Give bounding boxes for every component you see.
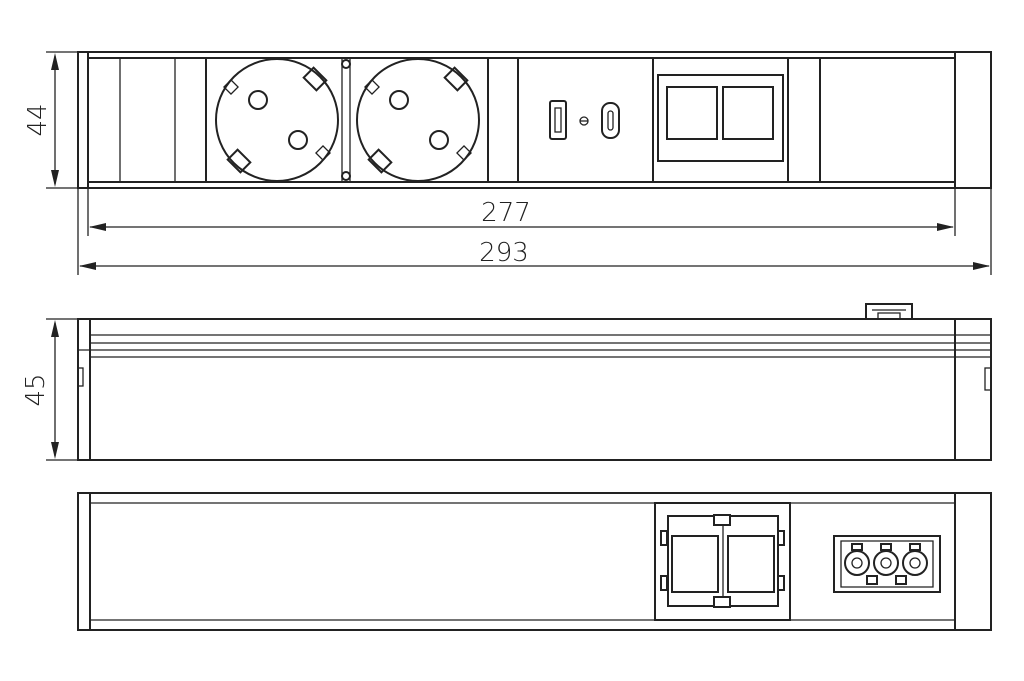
dimension-label-45: 45: [21, 373, 51, 406]
dimension-label-277: 277: [481, 198, 531, 228]
left-end-cap: [77, 51, 89, 189]
dimension-label-44: 44: [23, 103, 53, 136]
side-left-cap: [77, 318, 91, 461]
cable-clip-icon: [865, 303, 913, 319]
usb-c-port-icon: [601, 102, 620, 139]
usb-module: [517, 57, 654, 183]
dimension-width-outer: 293: [77, 188, 992, 275]
usb-a-port-icon: [549, 100, 567, 140]
power-connector-icon: [833, 535, 941, 593]
rj45-port-icon: [666, 86, 774, 140]
rear-right-cap: [954, 492, 992, 631]
rj45-module: [652, 57, 789, 183]
rj45-coupler-rear-icon: [654, 502, 791, 621]
dimension-label-293: 293: [479, 238, 529, 268]
blank-module-left: [87, 57, 207, 183]
right-end-cap: [954, 51, 992, 189]
socket-2: [356, 58, 480, 182]
dimension-height-side: 45: [21, 318, 78, 461]
socket-1: [215, 58, 339, 182]
blank-module-right: [819, 57, 956, 183]
rear-left-cap: [77, 492, 91, 631]
rear-view: [77, 492, 992, 631]
top-view: [77, 51, 992, 189]
dimension-height-top: 44: [23, 51, 78, 189]
side-view: [77, 303, 992, 461]
dimension-width-inner: 277: [87, 188, 956, 236]
